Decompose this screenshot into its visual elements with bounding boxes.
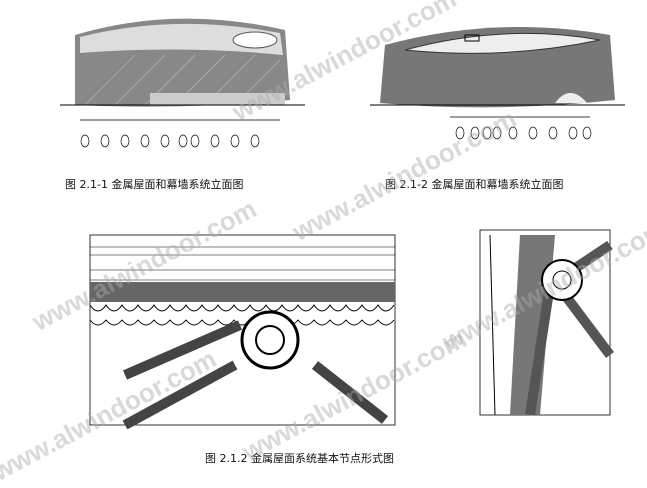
figure-caption-2-1-2: 图 2.1-2 金属屋面和幕墙系统立面图	[385, 178, 564, 191]
roof-node-detail-drawing	[89, 234, 396, 430]
figure-caption-2-1-2-nodes: 图 2.1.2 金属屋面系统基本节点形式图	[205, 452, 394, 465]
elevation-drawing-2	[370, 27, 625, 140]
curtain-wall-section-drawing	[479, 229, 614, 416]
figure-caption-2-1-1: 图 2.1-1 金属屋面和幕墙系统立面图	[65, 178, 244, 191]
elevation-drawing-1	[60, 18, 305, 148]
